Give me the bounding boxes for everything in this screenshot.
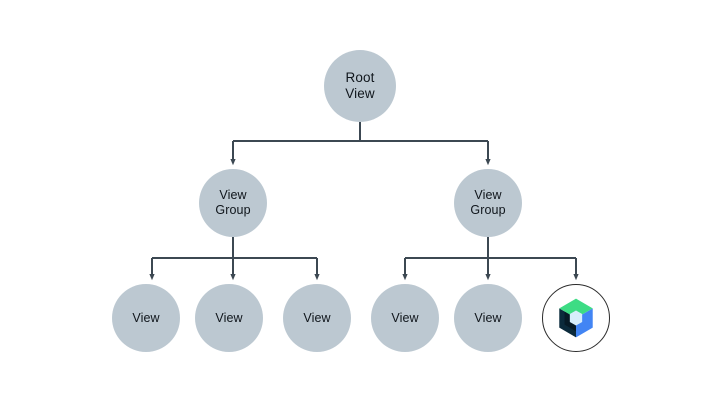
node-view-leaf-2[interactable]: View [195,284,263,352]
node-view-leaf-4[interactable]: View [371,284,439,352]
node-compose-view[interactable] [542,284,610,352]
node-view-leaf-3[interactable]: View [283,284,351,352]
node-view-leaf-1[interactable]: View [112,284,180,352]
node-view-leaf-4-label: View [391,310,419,325]
node-root-view[interactable]: Root View [324,50,396,122]
node-view-leaf-5[interactable]: View [454,284,522,352]
node-root-view-label: Root View [345,70,375,101]
node-view-leaf-2-label: View [215,310,243,325]
node-view-leaf-1-label: View [132,310,160,325]
node-view-group-left-label: View Group [215,188,251,217]
node-view-group-right[interactable]: View Group [454,169,522,237]
node-view-group-left[interactable]: View Group [199,169,267,237]
node-view-leaf-5-label: View [474,310,502,325]
jetpack-compose-logo-icon [559,298,593,338]
node-view-group-right-label: View Group [470,188,506,217]
node-view-leaf-3-label: View [303,310,331,325]
